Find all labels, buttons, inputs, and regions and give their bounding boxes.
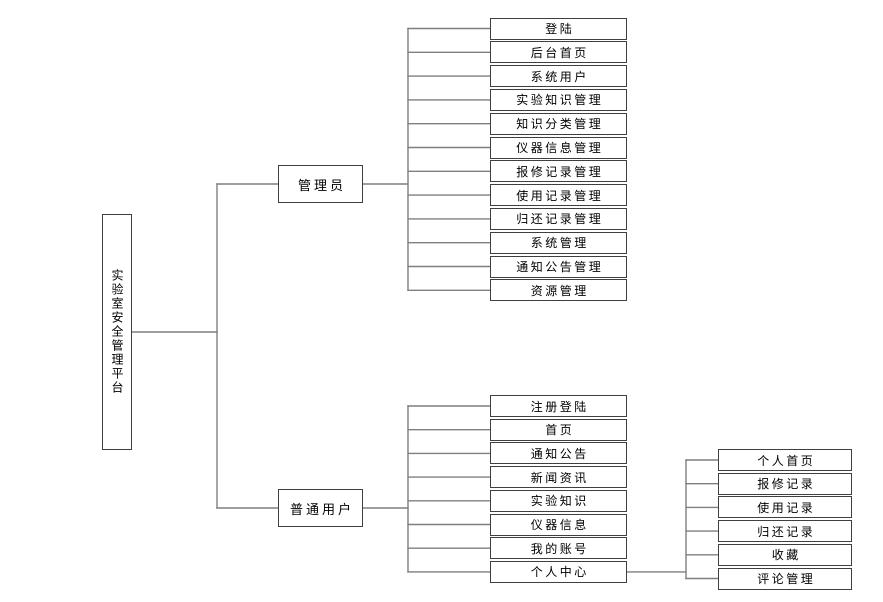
user-child-node: 我的账号: [490, 537, 627, 560]
admin-child-node: 资源管理: [490, 279, 627, 302]
personal-center-child-node-label: 收藏: [771, 548, 801, 563]
platform-root-node: 实验室安全管理平台: [102, 214, 132, 450]
admin-child-node-label: 后台首页: [530, 45, 589, 60]
admin-child-node: 实验知识管理: [490, 88, 627, 111]
admin-child-node-label: 报修记录管理: [516, 164, 604, 179]
admin-child-node-label: 通知公告管理: [516, 260, 604, 274]
admin-child-node-label: 仪器信息管理: [516, 141, 604, 155]
admin-child-node: 知识分类管理: [490, 112, 627, 135]
branch-node-admin: 管理员: [278, 165, 363, 203]
user-child-node-label: 新闻资讯: [530, 470, 589, 485]
personal-center-child-node-label: 报修记录: [757, 477, 816, 492]
admin-child-node-label: 资源管理: [530, 283, 589, 298]
admin-child-node: 仪器信息管理: [490, 136, 627, 159]
personal-center-child-node: 个人首页: [718, 449, 852, 471]
user-child-node: 个人中心: [490, 560, 627, 583]
user-child-node-label: 首页: [545, 423, 575, 438]
admin-child-node-label: 使用记录管理: [516, 188, 604, 203]
user-child-node: 仪器信息: [490, 513, 627, 536]
admin-child-node-label: 归还记录管理: [516, 212, 604, 227]
admin-child-node: 系统用户: [490, 65, 627, 88]
personal-center-child-node-label: 评论管理: [757, 572, 816, 586]
user-child-node-label: 个人中心: [530, 565, 589, 580]
user-child-node: 注册登陆: [490, 395, 627, 417]
admin-child-node-label: 实验知识管理: [516, 93, 604, 108]
admin-child-node: 使用记录管理: [490, 184, 627, 207]
personal-center-child-node: 归还记录: [718, 520, 852, 543]
user-child-node: 新闻资讯: [490, 466, 627, 489]
admin-child-node: 后台首页: [490, 41, 627, 64]
user-child-node: 实验知识: [490, 489, 627, 512]
admin-child-node-label: 知识分类管理: [516, 117, 604, 132]
branch-node-user-label: 普通用户: [289, 502, 354, 518]
branch-node-admin-label: 管理员: [297, 178, 346, 194]
user-child-node-label: 注册登陆: [530, 399, 589, 414]
personal-center-child-node: 收藏: [718, 543, 852, 566]
branch-node-user: 普通用户: [278, 489, 363, 527]
user-child-node-label: 实验知识: [530, 494, 589, 509]
personal-center-child-node-label: 个人首页: [757, 453, 816, 468]
personal-center-child-node-label: 归还记录: [757, 524, 816, 539]
admin-child-node: 登陆: [490, 17, 627, 40]
admin-child-node-label: 系统用户: [530, 69, 589, 84]
admin-child-node: 通知公告管理: [490, 255, 627, 278]
user-child-node-label: 通知公告: [530, 446, 589, 461]
user-child-node: 首页: [490, 418, 627, 441]
admin-child-node-label: 登陆: [545, 22, 575, 36]
admin-child-node-label: 系统管理: [530, 236, 589, 251]
user-child-node-label: 仪器信息: [530, 518, 589, 532]
user-child-node: 通知公告: [490, 442, 627, 465]
personal-center-child-node: 评论管理: [718, 567, 852, 590]
personal-center-child-node-label: 使用记录: [757, 500, 816, 515]
admin-child-node: 系统管理: [490, 231, 627, 254]
admin-child-node: 报修记录管理: [490, 160, 627, 183]
admin-child-node: 归还记录管理: [490, 207, 627, 230]
platform-root-label: 实验室安全管理平台: [110, 269, 124, 395]
user-child-node-label: 我的账号: [530, 541, 589, 556]
personal-center-child-node: 使用记录: [718, 496, 852, 519]
personal-center-child-node: 报修记录: [718, 472, 852, 495]
